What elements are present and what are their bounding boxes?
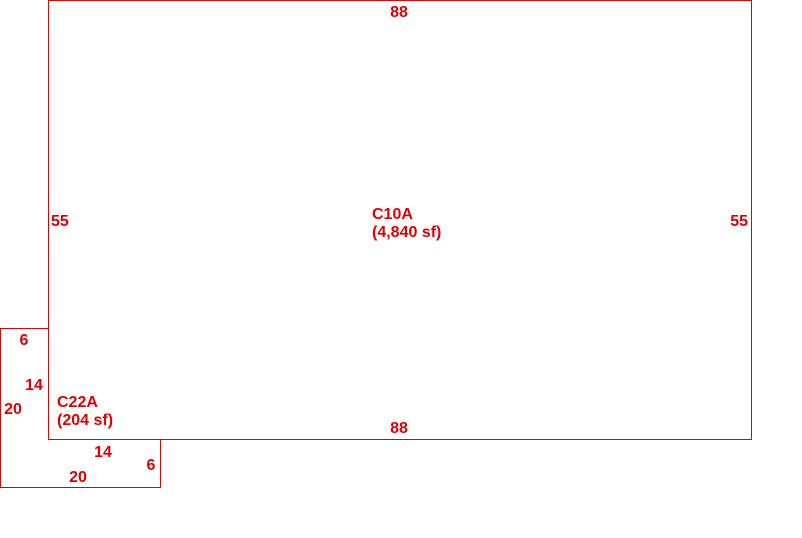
c10a-left-dimension: 55 (51, 213, 69, 230)
c22a-outer-vertical-dimension: 20 (4, 401, 22, 418)
c22a-bottom-dimension: 20 (69, 469, 87, 486)
c22a-inner-vertical-dimension: 14 (25, 377, 43, 394)
c22a-top-dimension: 6 (20, 332, 29, 349)
c10a-bottom-dimension: 88 (390, 420, 408, 437)
c22a-label: C22A (57, 394, 98, 411)
c22a-inner-horizontal-dimension: 14 (94, 444, 112, 461)
c22a-area: (204 sf) (57, 412, 113, 429)
c10a-right-dimension: 55 (730, 213, 748, 230)
area-c10a-outline (48, 0, 752, 440)
area-c22a-outline (0, 328, 161, 488)
c10a-label: C10A (372, 206, 413, 223)
c10a-area: (4,840 sf) (372, 224, 441, 241)
c22a-right-dimension: 6 (147, 457, 156, 474)
c10a-top-dimension: 88 (390, 4, 408, 21)
